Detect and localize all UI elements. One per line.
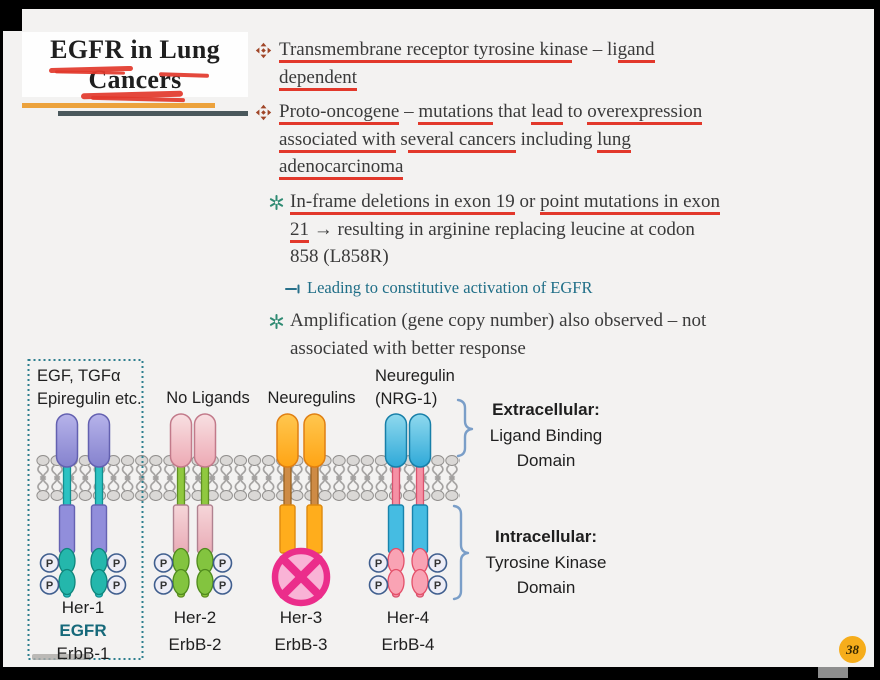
ligand-label-egf: EGF, TGFα Epiregulin etc.: [37, 365, 142, 410]
her2-receptor-pair: P P P P: [153, 413, 233, 598]
slate-accent-line: [58, 111, 248, 116]
ligand-label-no-ligands: No Ligands: [166, 389, 250, 407]
sub-bullet-text: In-frame deletions in exon 19 or point m…: [290, 191, 721, 267]
phospho-label: P: [160, 580, 167, 592]
no-kinase-crossed-circle: [271, 547, 331, 607]
intracellular-line1: Tyrosine Kinase: [485, 552, 607, 572]
extracellular-title: Extracellular:: [492, 400, 600, 419]
four-arrow-bullet-icon: [255, 104, 272, 121]
sub-bullet-amplification: Amplification (gene copy number) also ob…: [269, 307, 706, 362]
her3-erbb-name: ErbB-3: [274, 635, 328, 654]
her1-erbb-name: ErbB-1: [56, 644, 110, 663]
her4-erbb-name: ErbB-4: [381, 635, 435, 654]
orange-accent-line: [22, 103, 215, 108]
intracellular-title: Intracellular:: [494, 527, 598, 546]
intracellular-brace: [452, 504, 470, 601]
phospho-label: P: [375, 580, 382, 592]
nrg-line2: (NRG-1): [375, 389, 438, 408]
asterisk-center: [274, 319, 279, 324]
receptor-diagram: P P P P P P P P: [27, 359, 474, 660]
phospho-label: P: [46, 580, 53, 592]
receptor-label-her2: Her-2 ErbB-2: [143, 604, 247, 658]
extracellular-brace: [456, 398, 474, 458]
her4-name: Her-4: [386, 608, 430, 627]
box-shadow-smudge: [32, 654, 90, 660]
phospho-label: P: [160, 558, 167, 570]
her2-name: Her-2: [173, 608, 217, 627]
four-arrow-bullet-icon: [255, 42, 272, 59]
phospho-label: P: [113, 580, 120, 592]
phospho-label: P: [434, 580, 441, 592]
extracellular-line2: Domain: [516, 451, 576, 470]
extracellular-line1: Ligand Binding: [489, 425, 603, 445]
frame-gray-patch: [818, 667, 848, 678]
frame-corner-notch: [0, 0, 22, 31]
phospho-label: P: [375, 558, 382, 570]
sub-bullet-text: Amplification (gene copy number) also ob…: [290, 310, 707, 359]
her3-name: Her-3: [279, 608, 323, 627]
nrg-line1: Neuregulin: [375, 367, 455, 385]
receptor-label-her1: Her-1 EGFR ErbB-1: [33, 596, 133, 665]
asterisk-bullet-icon: [269, 195, 284, 210]
extracellular-domain-label: Extracellular: Ligand Binding Domain: [471, 397, 621, 474]
receptor-label-her4: Her-4 ErbB-4: [356, 604, 460, 658]
her1-egfr-name: EGFR: [59, 621, 107, 640]
phospho-label: P: [219, 580, 226, 592]
her2-erbb-name: ErbB-2: [168, 635, 222, 654]
phospho-label: P: [434, 558, 441, 570]
page-number-badge: 38: [839, 636, 866, 663]
her1-egfr-receptor-pair: P P P P: [39, 413, 127, 598]
phospho-label: P: [113, 558, 120, 570]
her4-receptor-pair: P P P P: [368, 413, 448, 598]
ligand-label-neuregulins: Neuregulins: [267, 389, 356, 407]
intracellular-line2: Domain: [516, 578, 576, 597]
egf-line1: EGF, TGFα: [37, 367, 121, 385]
asterisk-center: [274, 200, 279, 205]
arrow-to-bar-icon: [285, 284, 300, 294]
note-text: Leading to constitutive activation of EG…: [307, 278, 593, 297]
receptor-label-her3: Her-3 ErbB-3: [249, 604, 353, 658]
phospho-label: P: [46, 558, 53, 570]
sub-bullet-mutations: In-frame deletions in exon 19 or point m…: [269, 188, 721, 271]
ligand-label-nrg1: Neuregulin (NRG-1): [375, 365, 455, 410]
bullet-proto-oncogene: Proto-oncogene – mutations that lead to …: [255, 98, 703, 181]
egf-line2: Epiregulin etc.: [37, 389, 142, 408]
phospho-label: P: [219, 558, 226, 570]
bullet-text: Proto-oncogene – mutations that lead to …: [279, 98, 703, 181]
her1-name: Her-1: [61, 598, 105, 617]
bullet-transmembrane: Transmembrane receptor tyrosine kinase –…: [255, 36, 655, 91]
note-constitutive-activation: Leading to constitutive activation of EG…: [285, 277, 593, 299]
her3-receptor-pair: [271, 413, 331, 607]
bullet-text: Transmembrane receptor tyrosine kinase –…: [279, 36, 655, 91]
intracellular-domain-label: Intracellular: Tyrosine Kinase Domain: [471, 524, 621, 601]
asterisk-bullet-icon: [269, 314, 284, 329]
